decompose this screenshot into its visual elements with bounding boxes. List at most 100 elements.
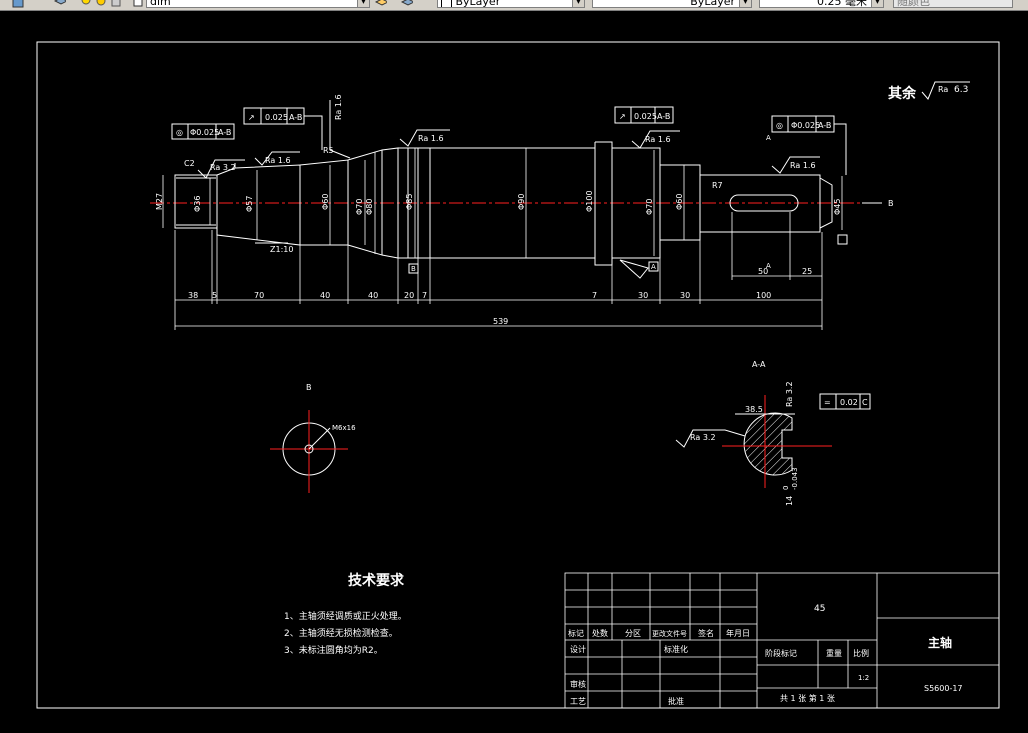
svg-text:分区: 分区 (625, 629, 641, 638)
svg-text:Φ85: Φ85 (405, 194, 414, 210)
svg-text:A-A: A-A (752, 360, 766, 369)
svg-text:Z1:10: Z1:10 (270, 245, 293, 254)
svg-text:设计: 设计 (570, 644, 586, 654)
sheet-border (36, 41, 1000, 709)
technical-requirements: 技术要求 1、主轴须经调质或正火处理。 2、主轴须经无损检测检查。 3、未标注圆… (284, 572, 407, 656)
tolerance-frame-2: ↗ 0.025 A-B (243, 107, 323, 150)
plotstyle-dropdown[interactable]: 随颜色 (893, 0, 1013, 8)
color-value: ByLayer (455, 0, 501, 8)
layer-manager-icon[interactable] (12, 0, 24, 8)
svg-text:0.02: 0.02 (840, 398, 858, 407)
diameter-dimensions: M27 Φ36 Φ57 Φ60 Φ70 Φ80 Φ85 Φ90 Φ100 Φ70… (155, 190, 842, 215)
title-block (564, 572, 1000, 709)
svg-text:B: B (411, 265, 416, 273)
svg-text:Φ0.025: Φ0.025 (190, 128, 219, 137)
svg-text:Ra: Ra (938, 85, 948, 94)
svg-text:◎: ◎ (176, 128, 183, 137)
svg-text:Ra 1.6: Ra 1.6 (265, 156, 291, 165)
properties-toolbar: dim ▼ ByLayer ▼ ByLayer ▼ 0.25 毫米 ▼ 随颜色 (0, 0, 1028, 11)
layer-color-icon (133, 0, 143, 7)
svg-text:Ra 3.2: Ra 3.2 (210, 163, 236, 172)
svg-text:C2: C2 (184, 159, 195, 168)
svg-text:↗: ↗ (248, 113, 255, 122)
svg-text:R7: R7 (712, 181, 723, 190)
linetype-dropdown[interactable]: ByLayer ▼ (592, 0, 752, 8)
svg-text:70: 70 (254, 291, 264, 300)
svg-text:A-B: A-B (218, 128, 231, 137)
svg-text:Ra 3.2: Ra 3.2 (690, 433, 716, 442)
svg-text:标记: 标记 (568, 628, 584, 638)
svg-text:Φ80: Φ80 (365, 199, 374, 215)
layer-previous-icon[interactable] (401, 0, 413, 8)
svg-text:A: A (766, 134, 771, 142)
length-dimensions: 38 5 70 40 40 20 7 7 30 30 100 50 25 539 (188, 267, 812, 326)
lineweight-dropdown[interactable]: 0.25 毫米 ▼ (759, 0, 884, 8)
svg-text:38.5: 38.5 (745, 405, 763, 414)
make-current-icon[interactable] (375, 0, 387, 8)
diameter-dim-lines (162, 145, 843, 262)
tolerance-frame-1: ◎ Φ0.025 A-B (171, 123, 235, 140)
svg-text:0.025: 0.025 (634, 112, 657, 121)
svg-text:处数: 处数 (592, 628, 608, 638)
linetype-value: ByLayer (690, 0, 735, 8)
datum-b-label: B (888, 199, 894, 208)
lineweight-value: 0.25 毫米 (817, 0, 867, 8)
section-a-a: A-A 38.5 Ra 3.2 Ra 3.2 = 0.02 C 14 0 -0.… (675, 360, 871, 506)
lock-icon[interactable] (110, 0, 122, 8)
datum-markers: B A A A (408, 134, 848, 279)
svg-text:2、主轴须经无损检测检查。: 2、主轴须经无损检测检查。 (284, 627, 398, 639)
svg-text:Φ60: Φ60 (321, 194, 330, 210)
svg-text:Ra 3.2: Ra 3.2 (785, 381, 794, 407)
roughness-default: 其余 Ra 6.3 (888, 81, 970, 102)
layer-states-icon[interactable] (54, 0, 66, 8)
svg-text:0.025: 0.025 (265, 113, 288, 122)
svg-text:30: 30 (680, 291, 690, 300)
svg-text:45: 45 (814, 604, 825, 614)
svg-text:M27: M27 (155, 193, 164, 210)
svg-text:A-B: A-B (818, 121, 831, 130)
svg-text:↗: ↗ (619, 112, 626, 121)
layer-dropdown[interactable]: dim ▼ (146, 0, 370, 8)
svg-text:批准: 批准 (668, 696, 684, 706)
svg-text:签名: 签名 (698, 628, 714, 638)
svg-text:主轴: 主轴 (928, 635, 952, 650)
svg-text:100: 100 (756, 291, 771, 300)
svg-text:工艺: 工艺 (570, 697, 586, 706)
svg-text:40: 40 (320, 291, 330, 300)
svg-text:Φ70: Φ70 (355, 199, 364, 215)
chevron-down-icon: ▼ (871, 0, 883, 7)
svg-text:Φ70: Φ70 (645, 199, 654, 215)
svg-text:14: 14 (785, 496, 794, 506)
chevron-down-icon: ▼ (357, 0, 369, 7)
svg-text:Φ45: Φ45 (833, 199, 842, 215)
svg-text:重量: 重量 (826, 648, 842, 658)
tolerance-frame-4: ◎ Φ0.025 A-B (771, 115, 847, 175)
layer-name: dim (150, 0, 171, 8)
svg-text:40: 40 (368, 291, 378, 300)
sun-icon[interactable] (95, 0, 107, 8)
svg-text:1:2: 1:2 (858, 674, 869, 682)
svg-text:50: 50 (758, 267, 768, 276)
color-dropdown[interactable]: ByLayer ▼ (437, 0, 585, 8)
svg-text:Φ57: Φ57 (245, 196, 254, 212)
svg-text:年月日: 年月日 (726, 628, 750, 638)
bulb-icon[interactable] (80, 0, 92, 8)
drawing-canvas[interactable]: 其余 Ra 6.3 B M27 Φ36 Φ57 Φ60 Φ70 Φ80 Φ85 (0, 11, 1028, 733)
svg-text:Φ60: Φ60 (675, 194, 684, 210)
svg-text:0: 0 (782, 486, 790, 490)
svg-text:更改文件号: 更改文件号 (652, 629, 687, 638)
svg-text:7: 7 (422, 291, 427, 300)
svg-text:38: 38 (188, 291, 198, 300)
svg-text:S5600-17: S5600-17 (924, 684, 963, 693)
plotstyle-value: 随颜色 (897, 0, 930, 8)
svg-text:5: 5 (212, 291, 217, 300)
svg-text:C: C (862, 398, 868, 407)
length-dim-lines (174, 212, 823, 330)
svg-text:Φ36: Φ36 (193, 196, 202, 212)
svg-text:Ra 1.6: Ra 1.6 (418, 134, 444, 143)
svg-text:A: A (766, 262, 771, 270)
chevron-down-icon: ▼ (572, 0, 584, 7)
svg-text:◎: ◎ (776, 121, 783, 130)
svg-text:7: 7 (592, 291, 597, 300)
svg-text:Ra 1.6: Ra 1.6 (790, 161, 816, 170)
